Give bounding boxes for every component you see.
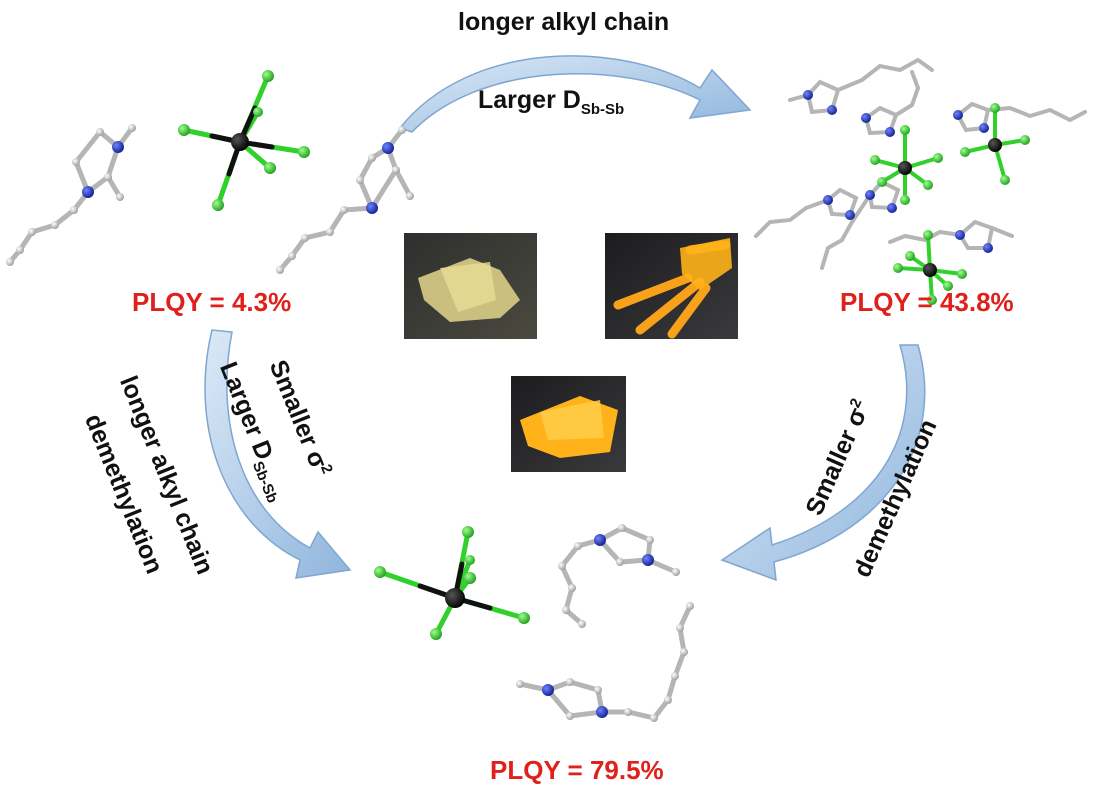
top-route-dsb-prefix: Larger D [478, 86, 581, 114]
plqy-compound-1: PLQY = 4.3% [132, 287, 292, 317]
crystal-photo-icon [511, 376, 626, 472]
sbcl6-octahedron-icon [374, 526, 530, 640]
plqy-compound-3: PLQY = 79.5% [490, 755, 664, 785]
sbcl6-octahedron-icon [178, 70, 310, 211]
arrow-right-icon [720, 344, 926, 582]
top-route-dsb-sub: Sb-Sb [580, 101, 625, 118]
arrow-left-icon [204, 329, 352, 579]
crystal-photo-icon [404, 233, 537, 339]
crystal-photo-icon [605, 233, 738, 339]
arrow-top-icon [398, 55, 752, 133]
plqy-compound-2: PLQY = 43.8% [840, 287, 1014, 317]
top-route-dsb: Larger DSb-Sb [478, 86, 624, 118]
sbcl6-octahedron-icon [870, 103, 1030, 305]
molecule-cluster-2 [754, 57, 1087, 270]
top-route-label: longer alkyl chain [458, 8, 670, 36]
